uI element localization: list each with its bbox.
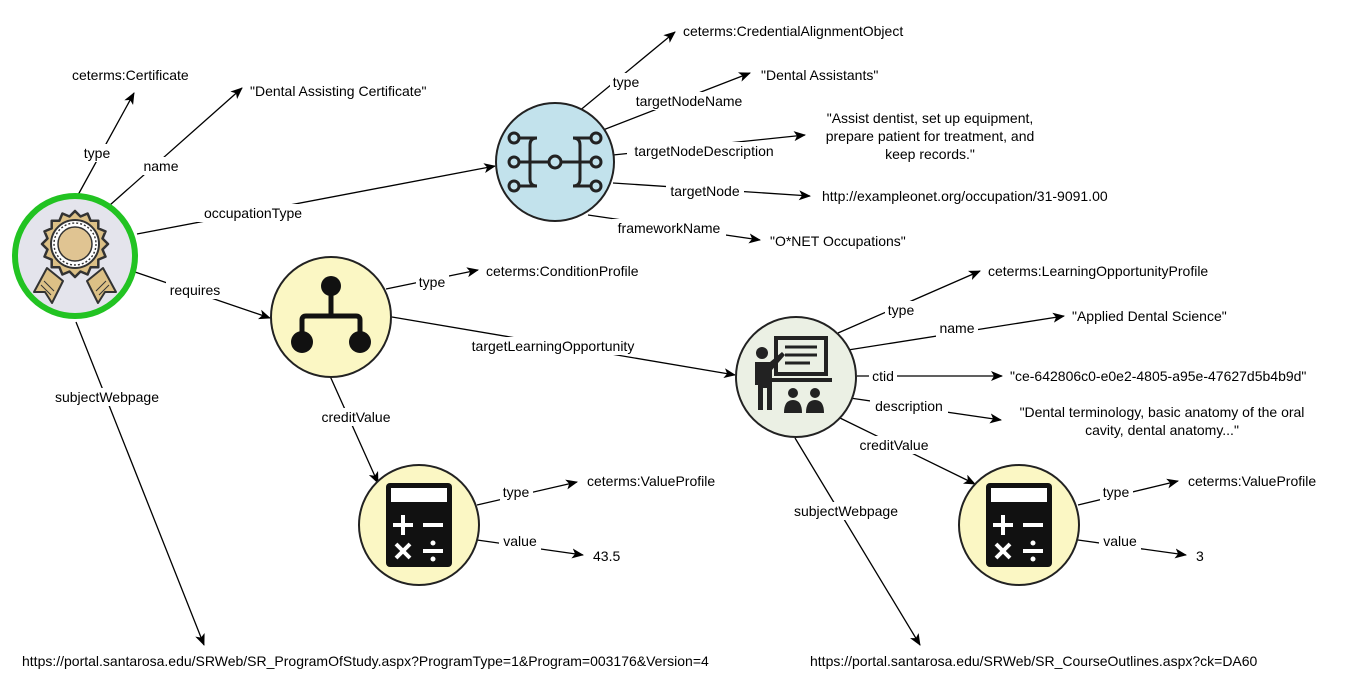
framework-tree-icon <box>507 131 603 193</box>
edge-cert-name <box>109 87 243 206</box>
teacher-presentation-icon <box>755 336 832 413</box>
cao-framework-value: "O*NET Occupations" <box>770 233 906 249</box>
edge-cond-credit <box>329 375 379 484</box>
cao-desc-line-2: prepare patient for treatment, and <box>826 128 1035 144</box>
val2-value-value: 3 <box>1196 548 1204 564</box>
edge-label-targetnodedescription: targetNodeDescription <box>634 143 773 159</box>
cao-name-value: "Dental Assistants" <box>761 67 878 83</box>
value-profile-node[interactable] <box>358 464 480 586</box>
cert-type-value: ceterms:Certificate <box>72 67 189 83</box>
edge-label-frameworkname: frameworkName <box>618 220 721 236</box>
edge-labels-layer: type name occupationType requires subjec… <box>49 73 1141 550</box>
cao-type-value: ceterms:CredentialAlignmentObject <box>683 23 903 39</box>
edge-label-val1-value: value <box>503 533 537 549</box>
edge-label-subjectwebpage: subjectWebpage <box>55 389 159 405</box>
cert-url-value: https://portal.santarosa.edu/SRWeb/SR_Pr… <box>22 653 709 669</box>
cert-name-value: "Dental Assisting Certificate" <box>250 83 426 99</box>
cao-node-value: http://exampleonet.org/occupation/31-909… <box>822 188 1108 204</box>
val1-value-value: 43.5 <box>593 548 620 564</box>
edge-label-val2-type: type <box>1103 484 1130 500</box>
edge-label-targetnodename: targetNodeName <box>636 93 743 109</box>
cond-type-value: ceterms:ConditionProfile <box>486 263 639 279</box>
lo-ctid-value: "ce-642806c0-e0e2-4805-a95e-47627d5b4b9d… <box>1010 368 1306 384</box>
lo-name-value: "Applied Dental Science" <box>1072 308 1227 324</box>
lo-type-value: ceterms:LearningOpportunityProfile <box>988 263 1208 279</box>
alignment-object-node[interactable] <box>495 102 615 222</box>
lo-desc-line-1: "Dental terminology, basic anatomy of th… <box>1020 404 1305 420</box>
calculator-icon <box>386 483 452 567</box>
edge-label-occupationtype: occupationType <box>204 205 302 221</box>
edge-lo-subject <box>794 437 921 646</box>
edge-label-name: name <box>143 158 178 174</box>
cao-desc-line-1: "Assist dentist, set up equipment, <box>827 110 1034 126</box>
edge-label-type: type <box>84 145 111 161</box>
edge-label-lo-subjectwebpage: subjectWebpage <box>794 503 898 519</box>
edge-cert-occupation <box>136 163 496 235</box>
value-profile-node-2[interactable] <box>958 464 1080 586</box>
edge-label-requires: requires <box>170 282 221 298</box>
calculator-icon <box>986 483 1052 567</box>
certificate-medal-icon <box>33 209 117 304</box>
edge-cao-type <box>577 31 676 113</box>
edge-label-cao-type: type <box>613 74 640 90</box>
condition-profile-node[interactable] <box>270 256 392 378</box>
edge-label-val2-value: value <box>1103 533 1137 549</box>
edge-label-creditvalue: creditValue <box>321 409 390 425</box>
edge-label-description: description <box>875 398 943 414</box>
edge-label-lo-type: type <box>888 302 915 318</box>
certificate-node[interactable] <box>12 193 138 319</box>
edge-label-lo-creditvalue: creditValue <box>859 437 928 453</box>
edge-cert-subject <box>75 321 205 646</box>
edge-label-val1-type: type <box>503 484 530 500</box>
edge-label-lo-name: name <box>939 320 974 336</box>
hierarchy-icon <box>291 276 371 353</box>
cao-desc-line-3: keep records." <box>885 146 975 162</box>
edge-label-targetnode: targetNode <box>670 183 739 199</box>
lo-url-value: https://portal.santarosa.edu/SRWeb/SR_Co… <box>810 653 1258 669</box>
edge-label-targetlearningopportunity: targetLearningOpportunity <box>472 338 635 354</box>
edge-label-cond-type: type <box>419 274 446 290</box>
value-labels-layer: ceterms:Certificate "Dental Assisting Ce… <box>22 23 1316 669</box>
edge-label-ctid: ctid <box>872 368 894 384</box>
learning-opportunity-node[interactable] <box>735 316 857 438</box>
val1-type-value: ceterms:ValueProfile <box>587 473 715 489</box>
lo-desc-line-2: cavity, dental anatomy..." <box>1085 422 1239 438</box>
val2-type-value: ceterms:ValueProfile <box>1188 473 1316 489</box>
